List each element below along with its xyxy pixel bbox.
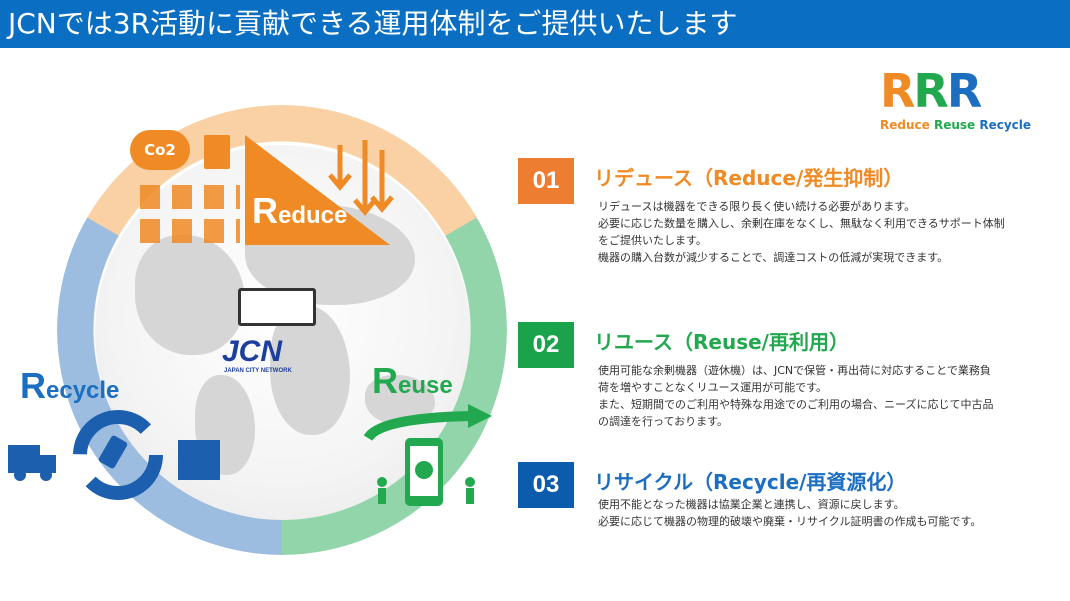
reuse-label: Reuse	[372, 360, 453, 401]
page-title: JCNでは3R活動に貢献できる運用体制をご提供いたします	[0, 0, 1070, 48]
section-body: リデュースは機器をできる限り長く使い続ける必要があります。必要に応じた数量を購入…	[598, 200, 1005, 264]
reuse-arrow-phone-icon	[363, 404, 492, 506]
recycle-truck-factory-icon	[8, 410, 220, 500]
section-number: 02	[518, 322, 574, 368]
section-heading: リデュース（Reduce/発生抑制）	[594, 166, 904, 190]
recycle-label: Recycle	[20, 365, 120, 406]
cloud-co2-icon: Co2	[130, 130, 190, 170]
jcn-logo: JCN	[222, 335, 283, 368]
section-body: 使用不能となった機器は協業企業と連携し、資源に戻します。必要に応じて機器の物理的…	[598, 498, 982, 528]
section-heading: リユース（Reuse/再利用）	[594, 330, 849, 354]
section-body: 使用可能な余剰機器（遊休機）は、JCNで保管・再出荷に対応することで業務負荷を増…	[598, 364, 994, 428]
section-number: 01	[518, 158, 574, 204]
rrr-logo: RRR Reduce Reuse Recycle	[880, 64, 1032, 132]
computer-icons	[238, 288, 316, 326]
reduce-triangle	[245, 135, 394, 245]
trash-icon	[204, 135, 230, 169]
devices-icon	[140, 178, 240, 243]
section-number: 03	[518, 462, 574, 508]
reduce-label: Reduce	[252, 190, 348, 231]
jcn-logo-subtitle: JAPAN CITY NETWORK	[224, 368, 292, 374]
section-heading: リサイクル（Recycle/再資源化）	[594, 470, 907, 494]
